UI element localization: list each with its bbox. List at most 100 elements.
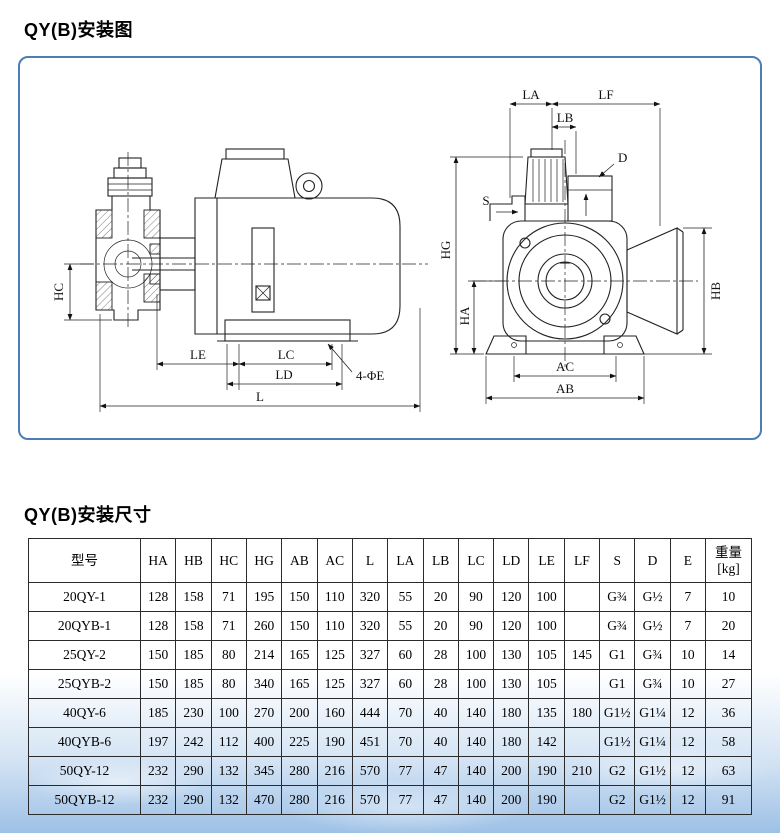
dimension-cell: 280	[281, 756, 318, 786]
dimension-cell: 36	[705, 698, 752, 728]
dimension-cell: 570	[351, 756, 389, 786]
dimension-cell: 70	[387, 698, 424, 728]
dimension-cell: G¾	[634, 669, 671, 699]
dimension-cell: 112	[210, 727, 247, 757]
dimension-cell: 195	[245, 582, 283, 612]
dim-label-hb: HB	[708, 282, 723, 300]
dimension-cell: 214	[245, 640, 283, 670]
column-header: L	[351, 538, 389, 583]
dimension-cell: G1	[599, 669, 636, 699]
front-view-drawing	[472, 140, 698, 370]
dimension-cell: 125	[316, 640, 353, 670]
bolt-spec-label: 4-ΦE	[356, 368, 384, 383]
dimension-cell: 100	[528, 582, 565, 612]
dimension-cell: 165	[281, 669, 318, 699]
dimension-cell: 27	[705, 669, 752, 699]
dimension-cell: 150	[139, 669, 177, 699]
dimension-cell: 140	[457, 698, 495, 728]
dimension-cell: 63	[705, 756, 752, 786]
dimension-cell: 400	[245, 727, 283, 757]
dim-label-hg: HG	[438, 241, 453, 260]
dimension-cell: 140	[457, 785, 495, 815]
dimension-cell: 470	[245, 785, 283, 815]
dimension-cell: 145	[563, 640, 601, 670]
dim-label-le: LE	[190, 347, 206, 362]
dimension-cell: 160	[316, 698, 353, 728]
dim-label-lc: LC	[278, 347, 295, 362]
model-cell: 20QYB-1	[28, 611, 141, 641]
dimension-cell: 10	[669, 640, 707, 670]
dimension-cell: G¾	[599, 611, 636, 641]
model-cell: 50QYB-12	[28, 785, 141, 815]
dimension-cell: 128	[139, 582, 177, 612]
dimension-cell: 180	[493, 698, 530, 728]
dimension-cell: 232	[139, 785, 177, 815]
model-cell: 20QY-1	[28, 582, 141, 612]
dimension-cell: G1½	[599, 727, 636, 757]
dim-label-ha: HA	[457, 306, 472, 325]
column-header: LF	[563, 538, 601, 583]
dimension-cell: 70	[387, 727, 424, 757]
side-view-dimensions: HC LE LC LD L	[51, 263, 421, 412]
column-header: AB	[281, 538, 318, 583]
model-cell: 50QY-12	[28, 756, 141, 786]
model-cell: 40QY-6	[28, 698, 141, 728]
dimension-cell: 60	[387, 669, 424, 699]
dimension-cell: 200	[493, 756, 530, 786]
dim-label-hc: HC	[51, 283, 66, 301]
dimension-cell: G¾	[599, 582, 636, 612]
dimension-cell: 80	[210, 669, 247, 699]
column-header: HC	[210, 538, 247, 583]
dimension-cell: 190	[528, 785, 565, 815]
column-header: LE	[528, 538, 565, 583]
dimension-cell: 10	[669, 669, 707, 699]
dimension-cell: 128	[139, 611, 177, 641]
column-header: LA	[387, 538, 424, 583]
model-cell: 40QYB-6	[28, 727, 141, 757]
dimension-cell: 12	[669, 785, 707, 815]
dimension-cell: 150	[281, 611, 318, 641]
model-cell: 25QYB-2	[28, 669, 141, 699]
column-header: HB	[175, 538, 212, 583]
dimension-cell	[563, 727, 601, 757]
dimension-cell: 190	[528, 756, 565, 786]
dimension-cell: 105	[528, 640, 565, 670]
dimension-cell: 100	[528, 611, 565, 641]
dimension-cell: 100	[457, 669, 495, 699]
dimension-cell: 100	[457, 640, 495, 670]
dimension-cell: G1½	[634, 785, 671, 815]
dimension-cell	[563, 611, 601, 641]
dimension-cell	[563, 669, 601, 699]
column-header: LD	[493, 538, 530, 583]
dimension-cell: 158	[175, 611, 212, 641]
dimension-cell: 80	[210, 640, 247, 670]
dimension-cell: 90	[457, 611, 495, 641]
dim-label-l: L	[256, 389, 264, 404]
dimension-cell	[563, 785, 601, 815]
dimension-cell: G2	[599, 785, 636, 815]
dimension-cell: 200	[281, 698, 318, 728]
dimension-cell: 40	[422, 727, 459, 757]
dimension-cell: G¾	[634, 640, 671, 670]
dim-label-lb: LB	[557, 110, 574, 125]
dimension-cell: 140	[457, 756, 495, 786]
installation-diagram-box: HC LE LC LD L	[18, 56, 762, 440]
column-header: AC	[316, 538, 353, 583]
dimension-cell: 14	[705, 640, 752, 670]
dimension-cell: 100	[210, 698, 247, 728]
dimension-cell: 451	[351, 727, 389, 757]
dimension-cell: 20	[422, 582, 459, 612]
dimension-cell: 71	[210, 582, 247, 612]
dimension-cell: 130	[493, 669, 530, 699]
dimension-cell: 132	[210, 785, 247, 815]
column-header: 型号	[28, 538, 141, 583]
dimension-cell: 230	[175, 698, 212, 728]
dim-label-ac: AC	[556, 359, 574, 374]
dimension-cell: G½	[634, 611, 671, 641]
dimension-cell: 158	[175, 582, 212, 612]
